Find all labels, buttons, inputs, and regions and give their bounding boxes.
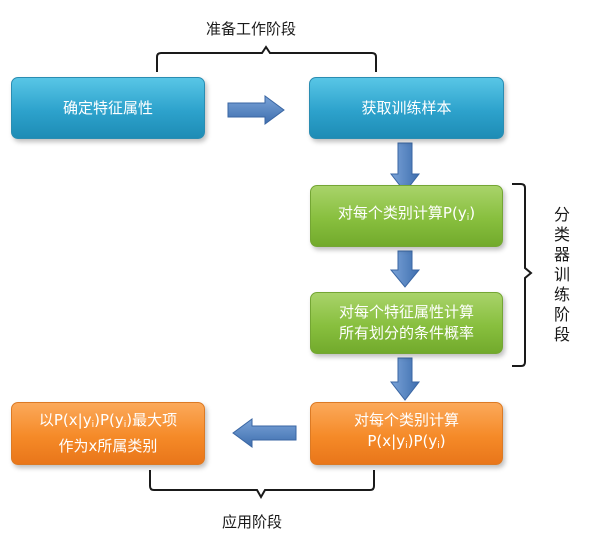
select-max-line1: 以P(x|yi)P(yi)最大项 xyxy=(39,410,177,436)
calc-joint-p2: )P(y xyxy=(407,432,438,450)
arrow-down-icon-1 xyxy=(389,142,421,193)
calc-prior-sub: i xyxy=(466,213,470,223)
calc-prior-box: 对每个类别计算P(yi) xyxy=(310,185,503,247)
calc-joint-line2: P(x|yi)P(yi) xyxy=(367,431,445,457)
training-stage-char-1: 分 xyxy=(553,205,570,224)
training-stage-char-4: 训 xyxy=(553,265,570,284)
training-stage-label: 分 类 器 训 练 阶 段 xyxy=(552,205,572,345)
calc-joint-p3: ) xyxy=(439,432,446,450)
training-stage-char-6: 阶 xyxy=(553,305,570,324)
prep-stage-bracket xyxy=(156,45,377,72)
calc-prior-suffix: ) xyxy=(469,204,476,222)
select-max-s2: i xyxy=(123,420,127,430)
training-stage-char-5: 练 xyxy=(553,285,570,304)
get-samples-box: 获取训练样本 xyxy=(309,77,504,139)
calc-joint-p1: P(x|y xyxy=(367,432,406,450)
determine-features-box: 确定特征属性 xyxy=(11,77,205,139)
select-max-line2: 作为x所属类别 xyxy=(58,437,158,455)
arrow-right-icon xyxy=(227,95,285,125)
select-max-s1: i xyxy=(91,420,95,430)
calc-conditional-line1: 对每个特征属性计算 xyxy=(338,303,474,321)
training-stage-bracket xyxy=(512,183,533,367)
training-stage-char-3: 器 xyxy=(553,245,570,264)
application-stage-bracket xyxy=(149,470,375,500)
select-max-p1: 以P(x|y xyxy=(38,411,92,429)
calc-joint-s2: i xyxy=(437,441,440,451)
arrow-down-icon-3 xyxy=(389,357,421,401)
application-stage-label: 应用阶段 xyxy=(222,513,283,531)
get-samples-text: 获取训练样本 xyxy=(361,98,452,117)
calc-joint-box: 对每个类别计算 P(x|yi)P(yi) xyxy=(310,402,503,465)
calc-joint-s1: i xyxy=(405,441,408,451)
arrow-left-icon xyxy=(232,418,297,448)
select-max-p2: )P(y xyxy=(94,411,124,429)
calc-prior-prefix: 对每个类别计算P(y xyxy=(337,204,467,222)
select-max-p3: )最大项 xyxy=(126,411,178,429)
arrow-down-icon-2 xyxy=(389,250,421,288)
calc-joint-line1: 对每个类别计算 xyxy=(353,411,459,429)
select-max-box: 以P(x|yi)P(yi)最大项 作为x所属类别 xyxy=(11,402,205,465)
calc-conditional-box: 对每个特征属性计算 所有划分的条件概率 xyxy=(310,292,503,354)
training-stage-char-2: 类 xyxy=(553,225,570,244)
training-stage-char-7: 段 xyxy=(553,325,570,344)
prep-stage-label: 准备工作阶段 xyxy=(206,20,297,38)
calc-conditional-line2: 所有划分的条件概率 xyxy=(338,324,474,342)
determine-features-text: 确定特征属性 xyxy=(62,98,153,117)
calc-prior-text: 对每个类别计算P(yi) xyxy=(338,203,475,229)
